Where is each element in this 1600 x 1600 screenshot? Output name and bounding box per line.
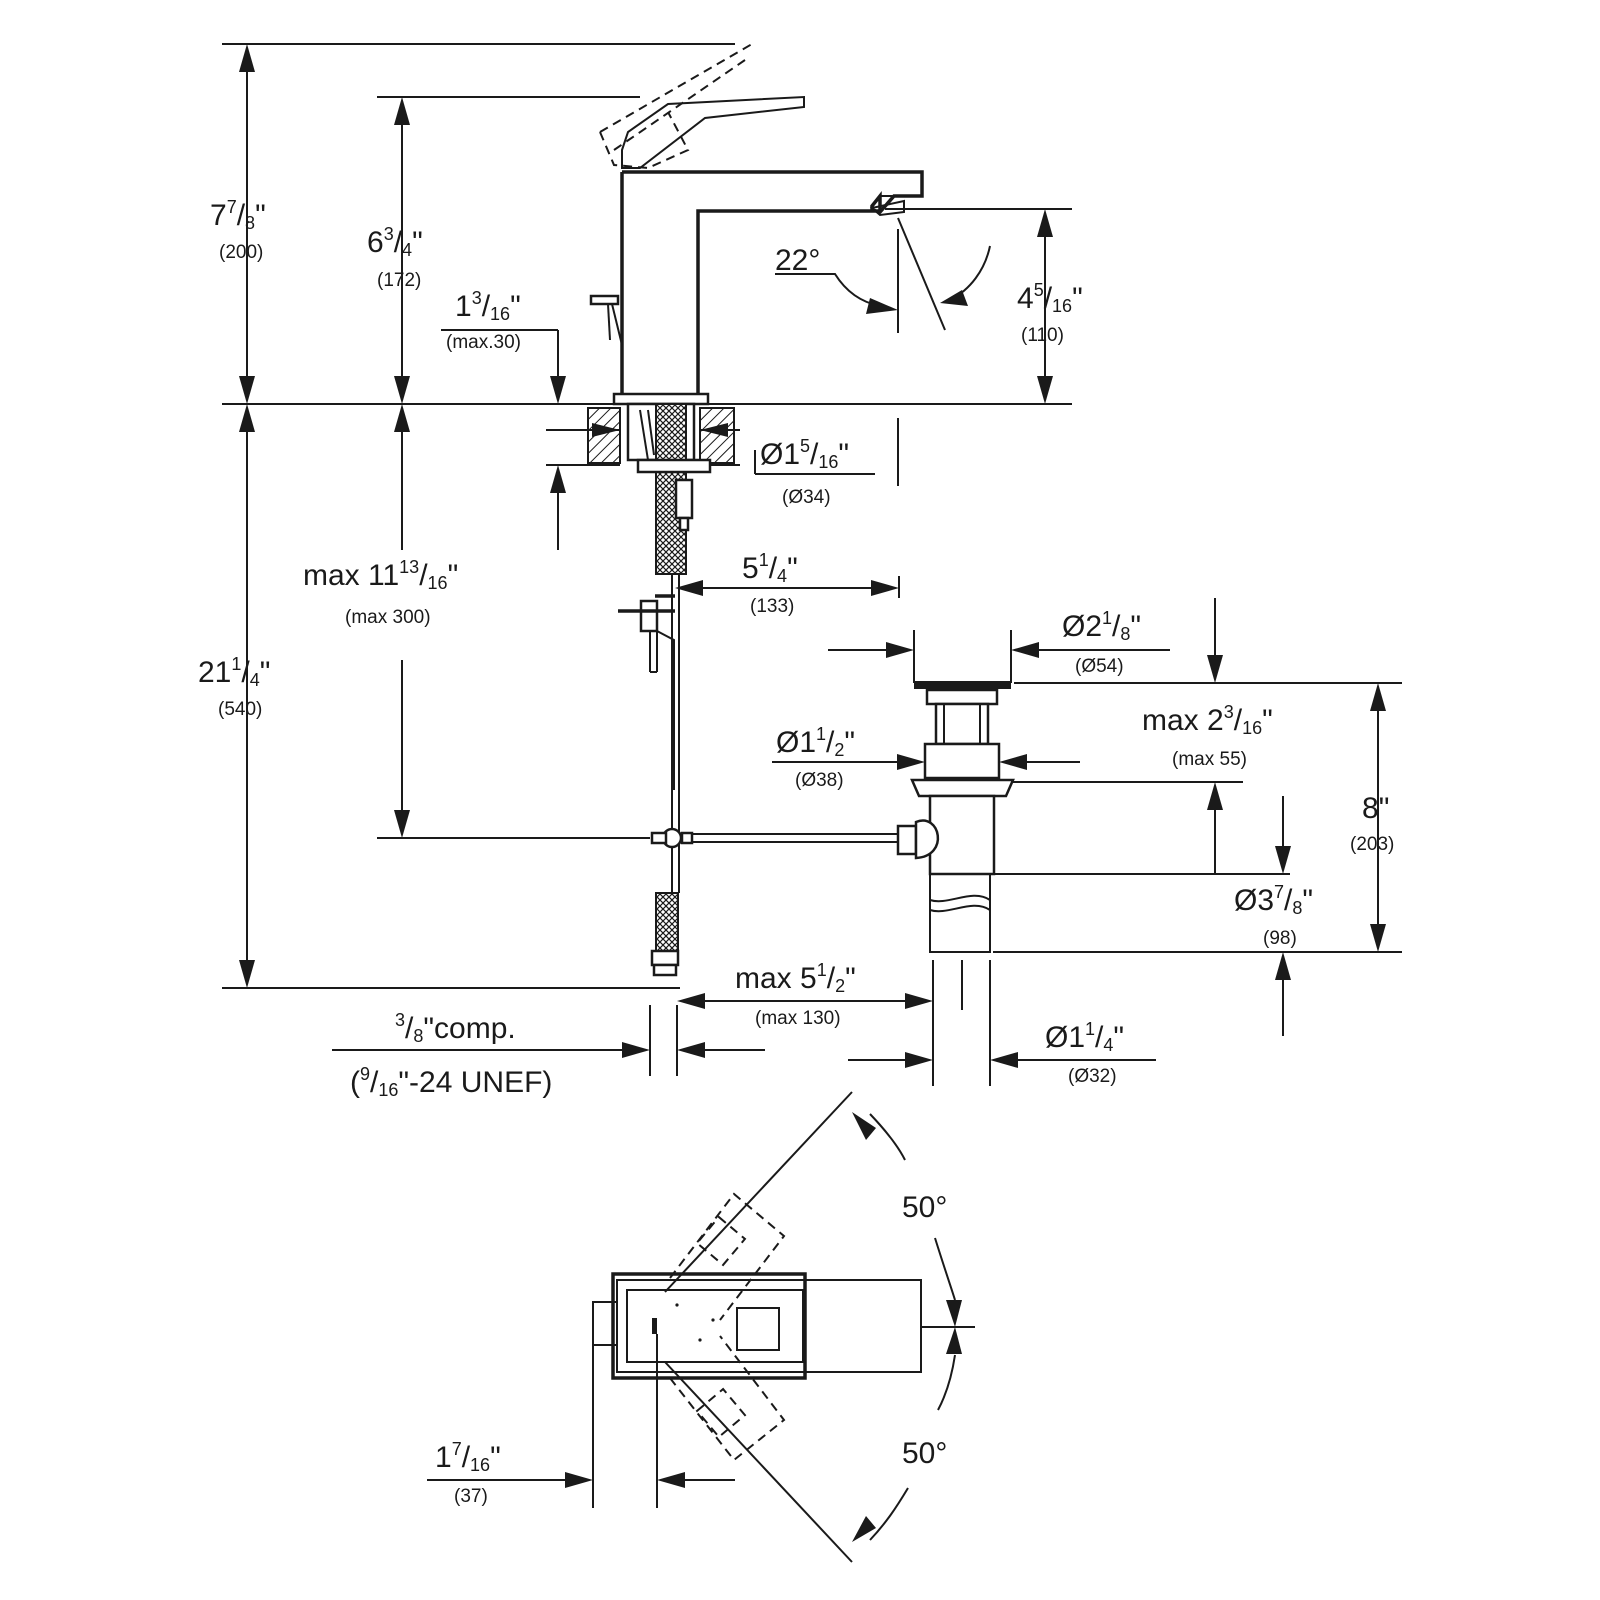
dim-lever-offset: 17/16" (37): [435, 1439, 501, 1507]
svg-text:(Ø34): (Ø34): [782, 487, 831, 508]
svg-text:(max 55): (max 55): [1172, 749, 1247, 770]
dim-lever-angle-bottom: 50°: [902, 1437, 947, 1470]
drain-assembly: [910, 681, 1015, 953]
dim-total-height: 211/4" (540): [198, 654, 270, 720]
svg-text:(540): (540): [218, 699, 262, 720]
svg-text:Ø15/16": Ø15/16": [760, 436, 849, 472]
svg-text:3/8"comp.: 3/8"comp.: [395, 1010, 516, 1046]
dim-lever-angle-top: 50°: [902, 1191, 947, 1224]
dim-hole-diameter: Ø15/16" (Ø34): [760, 436, 849, 508]
dim-connection: 3/8"comp. (9/16"-24 UNEF): [350, 1010, 552, 1100]
svg-text:Ø37/8": Ø37/8": [1234, 882, 1313, 918]
svg-text:(133): (133): [750, 596, 794, 617]
dim-drain-flange: Ø21/8" (Ø54): [1062, 608, 1141, 677]
dim-spout-angle: 22°: [775, 244, 820, 277]
svg-text:Ø11/2": Ø11/2": [776, 724, 855, 760]
svg-text:(max.30): (max.30): [446, 332, 521, 353]
svg-text:(Ø32): (Ø32): [1068, 1066, 1117, 1087]
svg-text:(max 300): (max 300): [345, 607, 431, 628]
dim-drain-height: 8" (203): [1350, 792, 1394, 855]
dim-drain-body: Ø11/2" (Ø38): [776, 724, 855, 791]
dim-drain-adjust: max 23/16" (max 55): [1142, 702, 1273, 770]
svg-text:77/8": 77/8": [210, 197, 266, 233]
svg-text:(Ø38): (Ø38): [795, 770, 844, 791]
dim-rod-distance: 51/4" (133): [742, 550, 798, 617]
dim-tailpiece: Ø11/4" (Ø32): [1045, 1019, 1124, 1087]
svg-text:(9/16"-24 UNEF): (9/16"-24 UNEF): [350, 1064, 552, 1100]
svg-text:(37): (37): [454, 1486, 488, 1507]
dimension-lines: [239, 44, 1386, 1542]
svg-text:max 51/2": max 51/2": [735, 960, 856, 996]
svg-text:13/16": 13/16": [455, 288, 521, 324]
svg-text:8": 8": [1362, 792, 1389, 825]
dim-tailpiece-outer: Ø37/8" (98): [1234, 882, 1313, 949]
dim-spout-height: 63/4" (172): [367, 224, 423, 291]
dim-below-deck-max: max 1113/16" (max 300): [303, 557, 458, 628]
svg-text:(110): (110): [1021, 325, 1064, 346]
svg-text:(172): (172): [377, 270, 421, 291]
svg-text:(98): (98): [1263, 928, 1297, 949]
svg-text:63/4": 63/4": [367, 224, 423, 260]
svg-text:(Ø54): (Ø54): [1075, 656, 1124, 677]
hose-assembly: [618, 574, 918, 977]
metric: (200): [219, 242, 263, 263]
svg-text:(max 130): (max 130): [755, 1008, 841, 1029]
faucet-body: [589, 43, 924, 406]
svg-text:Ø11/4": Ø11/4": [1045, 1019, 1124, 1055]
svg-text:211/4": 211/4": [198, 654, 270, 690]
svg-text:max 23/16": max 23/16": [1142, 702, 1273, 738]
dim-deck-thickness: 13/16" (max.30): [446, 288, 521, 353]
svg-text:45/16": 45/16": [1017, 280, 1083, 316]
svg-text:Ø21/8": Ø21/8": [1062, 608, 1141, 644]
whole: 7: [210, 199, 227, 232]
svg-text:max 1113/16": max 1113/16": [303, 557, 458, 593]
dim-overall-height: 77/8" (200): [210, 197, 266, 263]
svg-text:51/4": 51/4": [742, 550, 798, 586]
dim-spout-outlet-height: 45/16" (110): [1017, 280, 1083, 346]
dim-max-offset: max 51/2" (max 130): [735, 960, 856, 1029]
svg-text:(203): (203): [1350, 834, 1394, 855]
svg-text:17/16": 17/16": [435, 1439, 501, 1475]
deck-section: [587, 402, 735, 575]
faucet-top-view: [592, 1091, 975, 1563]
